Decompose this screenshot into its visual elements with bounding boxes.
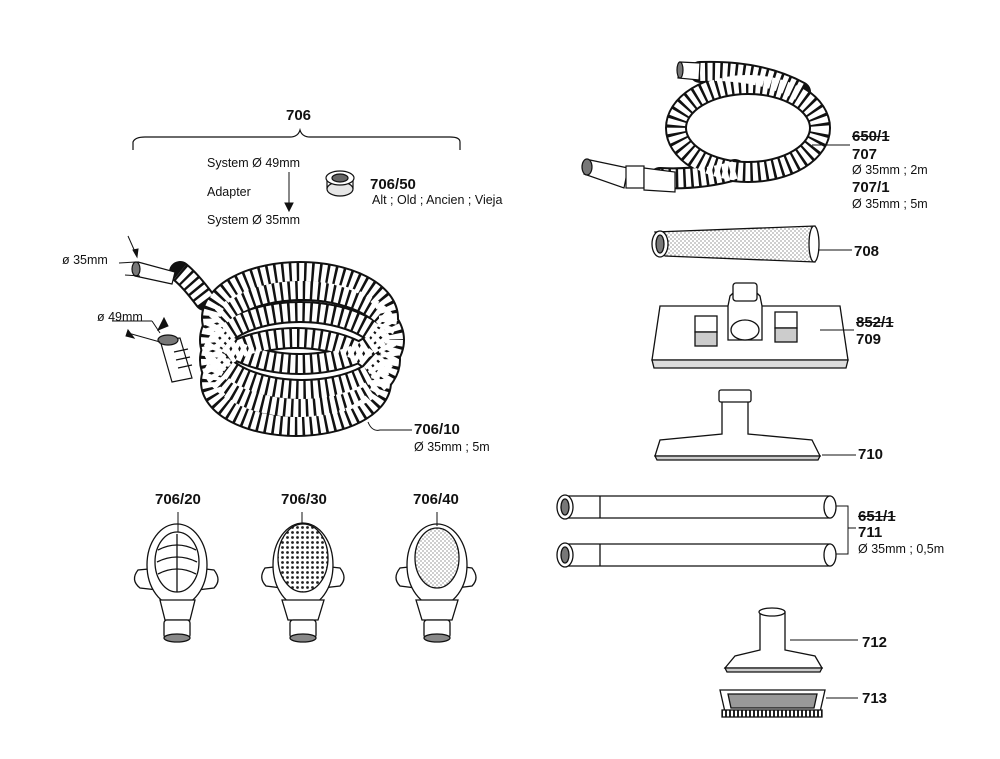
label-707: 707 [852, 146, 878, 163]
label-708: 708 [854, 243, 880, 260]
label-852-1: 852/1 [856, 314, 894, 331]
extension-tubes-711 [556, 494, 837, 568]
brush-nozzle-706-30 [261, 522, 345, 643]
hose-706-10 [131, 261, 405, 437]
dimension-marks [112, 235, 169, 343]
label-706-50: 706/50 [370, 176, 416, 193]
label-706-10: 706/10 [414, 421, 460, 438]
label-dim-35: ø 35mm [62, 253, 108, 267]
hose-707 [581, 60, 831, 193]
bracket-706 [132, 127, 461, 150]
label-707-1-spec: Ø 35mm ; 5m [852, 197, 928, 211]
label-709: 709 [856, 331, 882, 348]
label-712: 712 [862, 634, 888, 651]
label-706-30: 706/30 [281, 491, 327, 508]
label-707-1: 707/1 [852, 179, 890, 196]
label-651-1: 651/1 [858, 508, 896, 525]
label-707-spec: Ø 35mm ; 2m [852, 163, 928, 177]
label-adapter: Adapter [207, 185, 251, 199]
brush-insert-713 [719, 689, 826, 718]
adapter-706-50 [325, 170, 355, 197]
label-706-40: 706/40 [413, 491, 459, 508]
nozzle-706-20 [133, 523, 219, 643]
crevice-tool-708 [651, 225, 820, 263]
label-706: 706 [286, 107, 312, 124]
label-706-50-note: Alt ; Old ; Ancien ; Vieja [372, 193, 503, 207]
label-dim-49: ø 49mm [97, 310, 143, 324]
label-711: 711 [858, 524, 883, 541]
label-711-spec: Ø 35mm ; 0,5m [858, 542, 945, 556]
upholstery-tool-712 [723, 607, 824, 673]
bracket-711 [836, 505, 856, 555]
upholstery-nozzle-710 [653, 389, 822, 461]
leader-706-10 [367, 421, 412, 431]
label-706-20: 706/20 [155, 491, 201, 508]
label-650-1: 650/1 [852, 128, 890, 145]
adapter-arrow [284, 172, 294, 213]
label-706-10-spec: Ø 35mm ; 5m [414, 440, 490, 454]
label-710: 710 [858, 446, 884, 463]
label-system-top: System Ø 49mm [207, 156, 301, 170]
dust-nozzle-706-40 [395, 523, 477, 643]
floor-nozzle-709 [651, 282, 849, 369]
label-713: 713 [862, 690, 888, 707]
label-system-bottom: System Ø 35mm [207, 213, 301, 227]
